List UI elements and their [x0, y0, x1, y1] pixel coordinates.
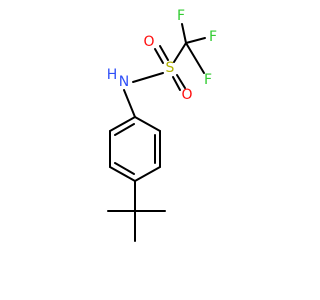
atom-nitrogen: N: [119, 74, 129, 90]
ring-bond-6: [109, 116, 136, 132]
bond-s-o-lower-b: [176, 74, 186, 89]
atom-oxygen-upper: O: [143, 34, 154, 50]
ring-inner-bond-3: [114, 123, 135, 136]
atom-fluorine-right: F: [209, 29, 217, 45]
bond-s-o-upper-a: [154, 48, 164, 64]
bond-s-o-lower-a: [172, 76, 181, 91]
bond-n-ring: [123, 89, 136, 118]
bond-s-o-upper-b: [159, 45, 169, 61]
bond-c-f-lower: [185, 42, 205, 74]
ring-inner-bond-2: [114, 162, 135, 175]
molecule-structure: F F F O S O H N: [107, 8, 217, 242]
bond-n-s: [132, 72, 164, 83]
ring-bond-1: [134, 116, 161, 132]
atom-fluorine-top: F: [177, 8, 185, 24]
atom-fluorine-lower: F: [204, 72, 212, 88]
atom-labels: F F F O S O H N: [107, 8, 217, 103]
bond-c-f-top: [181, 23, 187, 44]
bond-s-c: [173, 42, 187, 63]
ring-bond-4: [109, 166, 136, 182]
atom-sulfur: S: [166, 60, 175, 76]
bond-c-f-right: [185, 37, 206, 44]
ring-bond-3: [134, 166, 161, 182]
bonds: [107, 23, 206, 242]
atom-hydrogen: H: [107, 67, 118, 83]
atom-oxygen-lower: O: [181, 87, 192, 103]
